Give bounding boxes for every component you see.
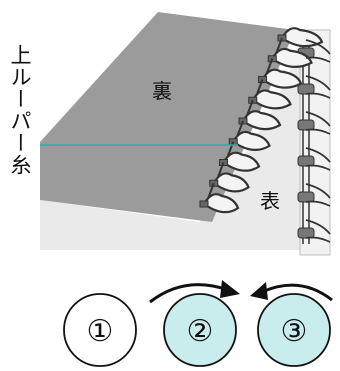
arrow-to-step-2 [149, 280, 240, 304]
step-3-circle [257, 293, 331, 367]
needle-stitch-column [302, 32, 310, 244]
step-2-number: ② [187, 314, 214, 349]
step-1: ① [63, 293, 137, 367]
lower-looper-loops [305, 39, 331, 243]
back-fabric [40, 12, 295, 222]
arrow-to-step-3 [250, 282, 333, 302]
fabric-edge [299, 29, 331, 256]
front-side-label: 表 [260, 189, 280, 213]
step-3-number: ③ [281, 314, 308, 349]
step-1-circle [63, 293, 137, 367]
step-2-circle [163, 293, 237, 367]
upper-looper-thread-label: 上ルーパー糸 [8, 44, 32, 176]
back-side-label: 裏 [152, 79, 172, 103]
looper-thread-chain [199, 27, 324, 214]
step-3: ③ [257, 293, 331, 367]
step-1-number: ① [87, 314, 114, 349]
front-fabric [40, 48, 300, 250]
step-2: ② [163, 293, 237, 367]
